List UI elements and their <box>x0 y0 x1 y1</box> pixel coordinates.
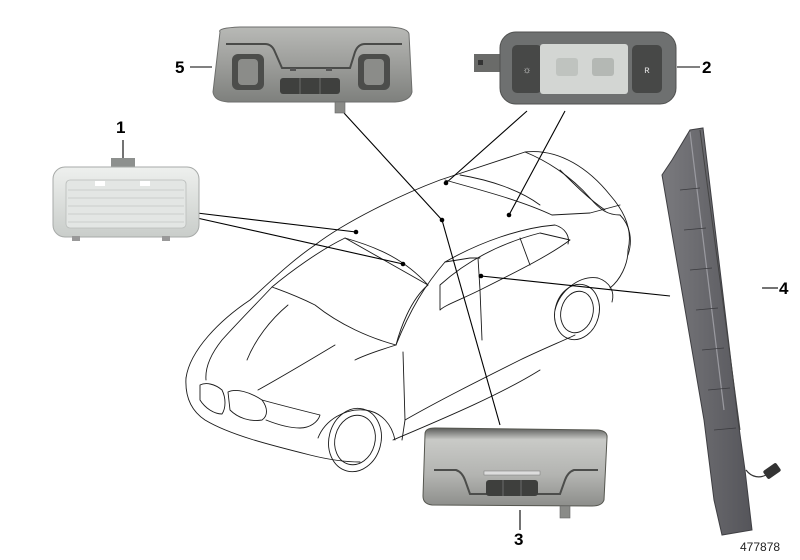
callout-1: 1 <box>116 118 126 137</box>
diagram-reference-number: 477878 <box>740 540 781 554</box>
part-1-interior-light <box>52 158 200 241</box>
callout-5: 5 <box>175 58 185 77</box>
part-2-reading-light: ☼ ʀ <box>474 31 677 105</box>
callout-2: 2 <box>702 58 712 77</box>
leader-dots <box>353 180 512 279</box>
reading-person-icon: ʀ <box>644 65 650 76</box>
part-3-front-interior-light <box>422 427 608 519</box>
callout-4: 4 <box>779 279 789 298</box>
light-icon: ☼ <box>522 65 531 76</box>
car-outline <box>185 151 631 473</box>
part-5-front-interior-light <box>212 26 413 114</box>
part-4-pillar-light-strip <box>661 127 781 536</box>
callout-3: 3 <box>514 530 524 549</box>
leader-lines <box>122 66 778 530</box>
